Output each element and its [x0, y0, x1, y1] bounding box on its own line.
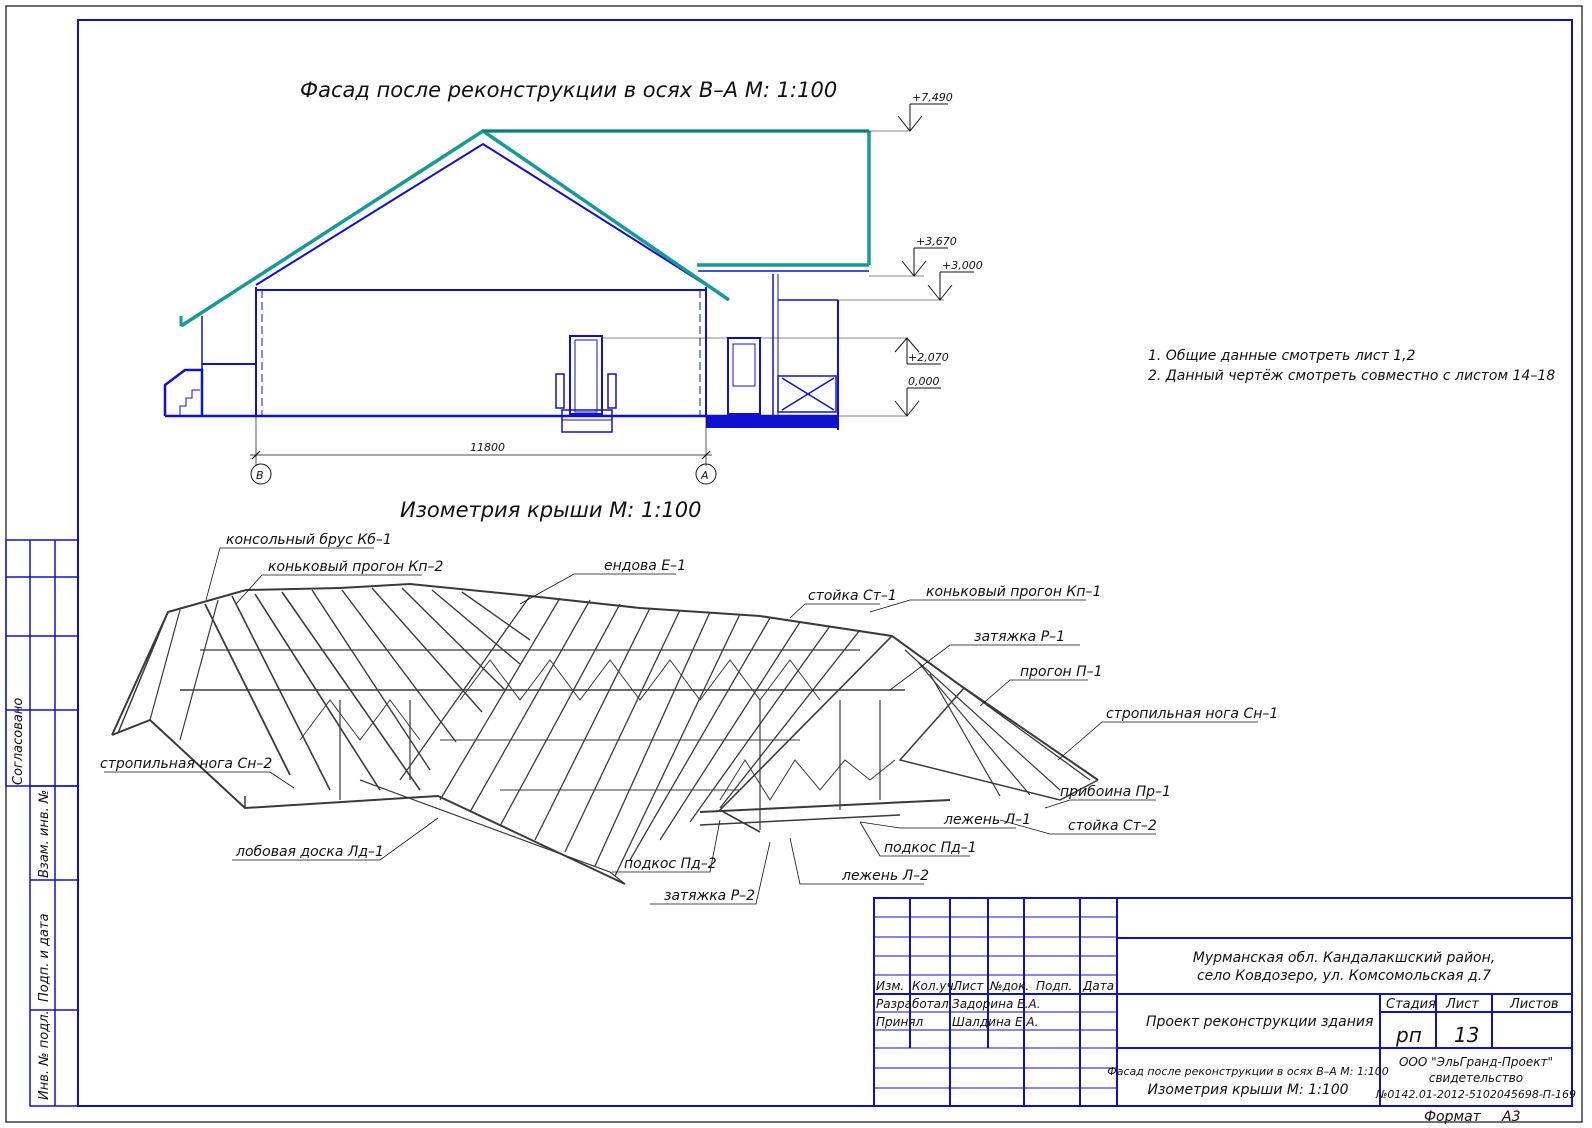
- axis-label-v: В: [256, 469, 264, 482]
- tb-sheet-label: Лист: [1445, 997, 1479, 1012]
- callout-rafter-1: стропильная нога Сн–1: [1106, 706, 1278, 722]
- tb-format-label: Формат: [1424, 1109, 1482, 1125]
- level-mark-2070: [894, 337, 941, 365]
- inv-orig-label: Инв. № подл.: [37, 1010, 52, 1100]
- tb-developed-label: Разработал: [876, 997, 949, 1011]
- tb-address-line1: Мурманская обл. Кандалакшский район,: [1193, 950, 1495, 966]
- facade-title: Фасад после реконструкции в осях В–А М: …: [300, 78, 838, 102]
- tb-header-date: Дата: [1082, 979, 1114, 993]
- tb-project: Проект реконструкции здания: [1146, 1014, 1373, 1030]
- dimension-11800: 11800: [470, 441, 505, 454]
- tb-header-izm: Изм.: [876, 979, 904, 993]
- tb-accepted-label: Принял: [876, 1015, 924, 1029]
- callout-valley: ендова Е–1: [604, 558, 686, 574]
- sign-date-label: Подп. и дата: [37, 913, 52, 1002]
- note-1: 1. Общие данные смотреть лист 1,2: [1148, 348, 1416, 364]
- axis-label-a: А: [700, 469, 709, 482]
- callout-ridge-purlin-1: коньковый прогон Кп–1: [926, 584, 1101, 600]
- tb-header-list: Лист: [952, 979, 984, 993]
- tb-format: А3: [1501, 1109, 1520, 1125]
- callout-sill-2: лежень Л–2: [841, 868, 929, 884]
- level-mark-7490: [897, 103, 948, 132]
- roof-isometry: [111, 582, 1099, 885]
- note-2: 2. Данный чертёж смотреть совместно с ли…: [1148, 368, 1556, 384]
- level-3670: +3,670: [916, 235, 957, 248]
- tb-org-line3: №0142.01-2012-5102045698-П-169: [1375, 1088, 1576, 1101]
- tb-address-line2: село Ковдозеро, ул. Комсомольская д.7: [1197, 968, 1491, 984]
- level-mark-3000: [927, 271, 974, 301]
- callout-nailer-1: прибоина Пр–1: [1060, 784, 1171, 800]
- tb-header-kol: Кол.уч.: [912, 979, 957, 993]
- callout-purlin-1: прогон П–1: [1020, 664, 1103, 680]
- inv-vz-label: Взам. инв. №: [37, 790, 52, 878]
- level-3000: +3,000: [942, 259, 983, 272]
- tb-org-line1: ООО "ЭльГранд-Проект": [1399, 1055, 1553, 1069]
- tb-org-line2: свидетельство: [1429, 1071, 1523, 1085]
- agreed-label: Согласовано: [11, 698, 26, 785]
- callout-brace-2: подкос Пд–2: [624, 856, 717, 872]
- callout-leaders: [104, 547, 1258, 905]
- callout-rafter-2: стропильная нога Сн–2: [100, 756, 272, 772]
- side-stamp: [5, 539, 79, 1107]
- callout-tie-2: затяжка Р–2: [664, 888, 755, 904]
- title-block-thin-rows: [874, 916, 1117, 1089]
- facade-elevation: [163, 128, 944, 485]
- tb-header-sign: Подп.: [1036, 979, 1072, 993]
- callout-console-beam: консольный брус Кб–1: [226, 532, 392, 548]
- isometry-title: Изометрия крыши М: 1:100: [400, 498, 702, 522]
- tb-header-doc: №док.: [989, 979, 1029, 993]
- tb-sheets-label: Листов: [1509, 997, 1559, 1012]
- callout-ridge-purlin-2: коньковый прогон Кп–2: [268, 559, 444, 575]
- tb-developed-name: Задорина Е.А.: [952, 997, 1041, 1011]
- callout-post-1: стойка Ст–1: [808, 588, 897, 604]
- callout-post-2: стойка Ст–2: [1068, 818, 1157, 834]
- level-2070: +2,070: [908, 351, 949, 364]
- level-mark-0000: [894, 387, 941, 417]
- tb-accepted-name: Шалдина Е.А.: [952, 1015, 1038, 1029]
- callout-sill-1: лежень Л–1: [943, 812, 1031, 828]
- level-7490: +7,490: [912, 91, 953, 104]
- callout-fascia-board: лобовая доска Лд–1: [235, 844, 384, 860]
- level-mark-3670: [901, 247, 948, 277]
- callout-brace-1: подкос Пд–1: [884, 840, 977, 856]
- general-notes: 1. Общие данные смотреть лист 1,2 2. Дан…: [1148, 346, 1555, 386]
- level-0000: 0,000: [908, 375, 940, 388]
- tb-drawing-line1: Фасад после реконструкции в осях В–А М: …: [1107, 1065, 1388, 1078]
- callout-tie-1: затяжка Р–1: [974, 629, 1065, 645]
- tb-drawing-line2: Изометрия крыши М: 1:100: [1147, 1082, 1348, 1098]
- tb-sheet: 13: [1454, 1023, 1479, 1047]
- title-block-grid: [873, 897, 1573, 1107]
- tb-stage-label: Стадия: [1386, 997, 1436, 1012]
- tb-stage: рп: [1395, 1023, 1422, 1047]
